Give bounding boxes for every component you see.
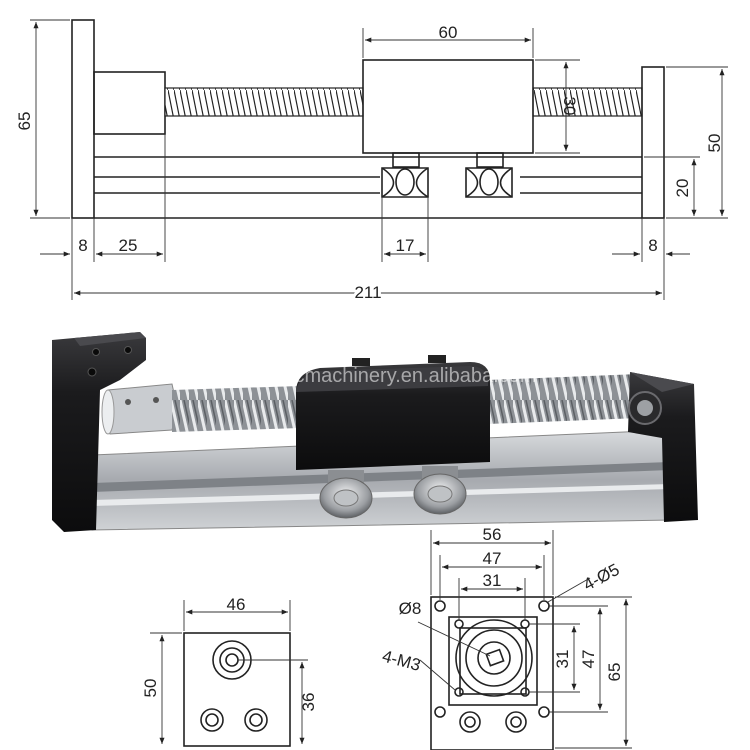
label-d8: Ø8 — [399, 599, 422, 618]
ball-screw-right — [488, 374, 640, 424]
label-4-d5: 4-Ø5 — [580, 560, 622, 595]
dim-50-right: 50 — [705, 134, 724, 153]
carriage — [362, 59, 534, 154]
motor-mount — [93, 71, 166, 135]
wheel-right — [465, 152, 513, 198]
wheel-left-photo — [319, 470, 373, 519]
dim-47-vertical: 47 — [579, 650, 598, 669]
end-view-left: 46 50 36 — [141, 595, 318, 747]
dim-20: 20 — [673, 179, 692, 198]
right-end-plate — [641, 66, 665, 219]
dim-56: 56 — [483, 525, 502, 544]
left-end-plate-photo — [52, 332, 146, 532]
lead-screw — [164, 87, 364, 117]
label-4-m3: 4-M3 — [380, 646, 422, 674]
lead-screw-right — [532, 87, 643, 117]
dim-8-right: 8 — [648, 236, 657, 255]
dim-50-bottom: 50 — [141, 679, 160, 698]
end-plate-right-outline — [430, 596, 554, 750]
dim-17: 17 — [396, 236, 415, 255]
dim-36: 36 — [299, 693, 318, 712]
end-plate-left-outline — [183, 632, 291, 747]
end-view-right: 56 47 31 4-Ø5 Ø8 4-M3 31 47 65 — [380, 525, 632, 750]
dim-211: 211 — [354, 283, 381, 302]
side-view-drawing: 60 65 30 50 20 8 25 17 — [15, 19, 728, 305]
dim-31-top: 31 — [483, 571, 502, 590]
dim-31-vertical: 31 — [553, 650, 572, 669]
dim-60: 60 — [439, 23, 458, 42]
ball-screw-left — [172, 386, 300, 432]
dim-46: 46 — [227, 595, 246, 614]
watermark: victorycncmachinery.en.alibaba.com — [216, 365, 537, 387]
dim-30: 30 — [560, 97, 579, 116]
wheel-left — [381, 152, 429, 198]
wheel-right-photo — [413, 466, 467, 515]
dim-65-left: 65 — [15, 112, 34, 131]
dim-65-vertical: 65 — [605, 663, 624, 682]
coupling — [105, 383, 176, 435]
left-end-plate — [71, 19, 95, 219]
product-photo: victorycncmachinery.en.alibaba.com — [52, 332, 698, 532]
dim-25: 25 — [119, 236, 138, 255]
dim-47-top: 47 — [483, 549, 502, 568]
dim-8-left: 8 — [78, 236, 87, 255]
rail — [94, 156, 642, 219]
